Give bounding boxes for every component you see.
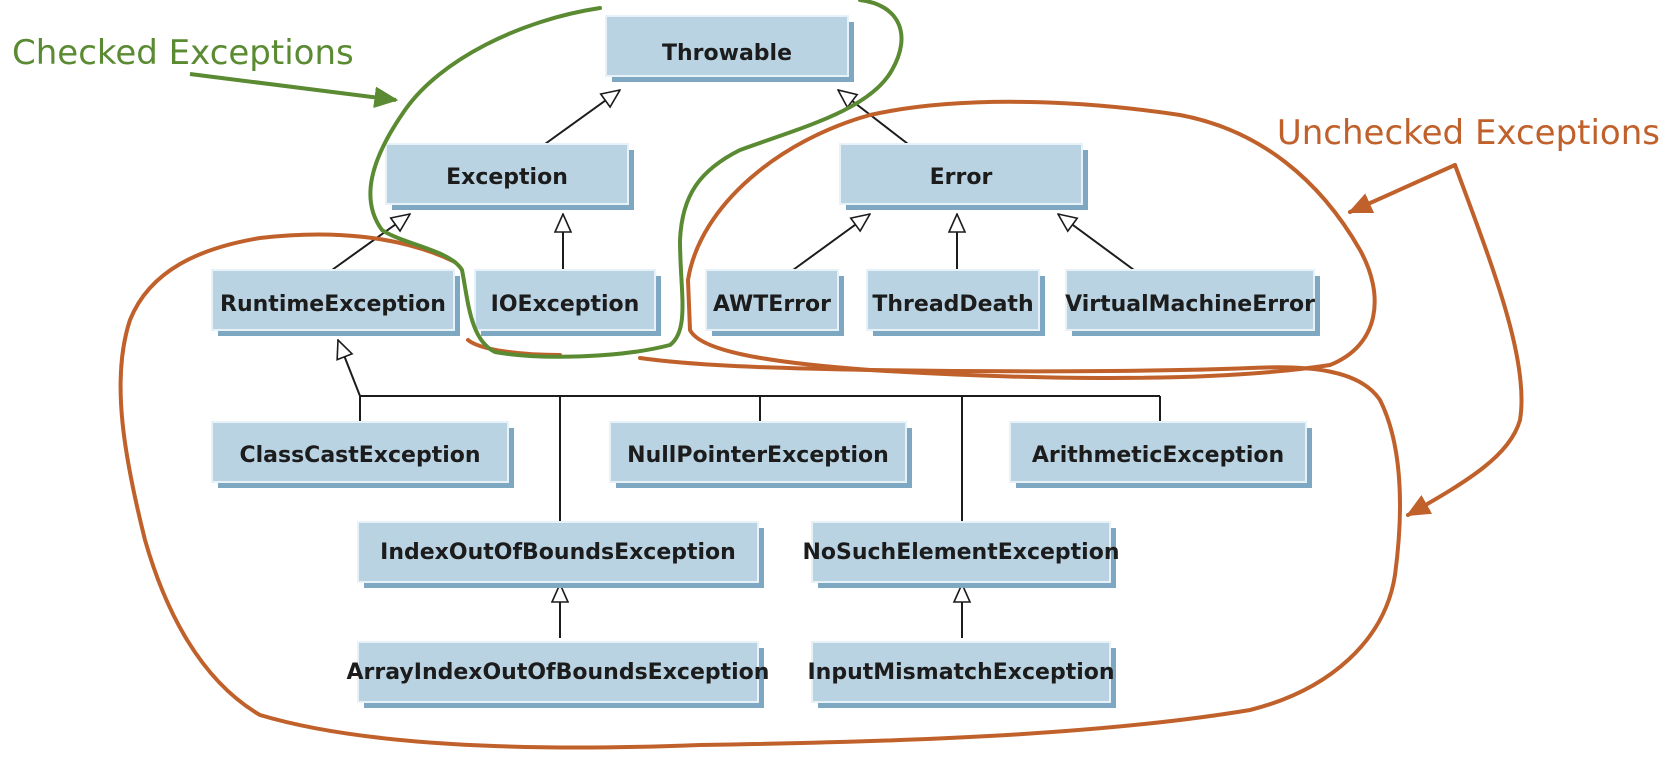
unchecked-exceptions-label: Unchecked Exceptions (1277, 113, 1660, 153)
node-exception: Exception (385, 143, 634, 210)
checked-exceptions-outline (368, 0, 904, 359)
connector-exception-throwable (544, 90, 620, 145)
node-runtime-exception: RuntimeException (211, 269, 460, 336)
node-label-throwable: Throwable (662, 41, 792, 66)
connector-awt-error (792, 214, 870, 271)
checked-annotation: Checked Exceptions (12, 33, 399, 109)
node-arithmetic-exception: ArithmeticException (1009, 421, 1312, 488)
node-io-exception: IOException (474, 269, 661, 336)
runtime-subclass-bus (359, 395, 1161, 522)
node-label-thread-death: ThreadDeath (872, 292, 1033, 317)
node-label-virtual-machine-error: VirtualMachineError (1065, 292, 1315, 317)
node-class-cast-exception: ClassCastException (211, 421, 514, 488)
node-label-error: Error (930, 165, 993, 190)
node-label-no-such-element-exception: NoSuchElementException (802, 540, 1119, 565)
inheritance-connectors (331, 90, 1161, 638)
node-label-arithmetic-exception: ArithmeticException (1032, 443, 1284, 468)
checked-exceptions-label: Checked Exceptions (12, 33, 354, 73)
node-error: Error (839, 143, 1088, 210)
node-array-index-out-of-bounds-exception: ArrayIndexOutOfBoundsException (347, 641, 770, 708)
checked-outline (368, 0, 904, 359)
node-label-class-cast-exception: ClassCastException (239, 443, 480, 468)
node-label-null-pointer-exception: NullPointerException (627, 443, 889, 468)
node-no-such-element-exception: NoSuchElementException (802, 521, 1120, 588)
node-label-awt-error: AWTError (713, 292, 831, 317)
node-label-runtime-exception: RuntimeException (220, 292, 446, 317)
unchecked-annotation: Unchecked Exceptions (1277, 113, 1660, 517)
node-throwable: Throwable (605, 15, 854, 82)
node-input-mismatch-exception: InputMismatchException (807, 641, 1116, 708)
node-virtual-machine-error: VirtualMachineError (1065, 269, 1320, 336)
unchecked-runtime-outline (118, 232, 1402, 750)
connector-runtime-exception (331, 214, 410, 271)
node-label-input-mismatch-exception: InputMismatchException (807, 660, 1114, 685)
node-index-out-of-bounds-exception: IndexOutOfBoundsException (357, 521, 764, 588)
node-null-pointer-exception: NullPointerException (609, 421, 912, 488)
node-label-index-out-of-bounds-exception: IndexOutOfBoundsException (380, 540, 736, 565)
class-boxes: Throwable Exception Error RuntimeExcepti… (211, 15, 1320, 708)
connector-error-throwable (838, 90, 909, 145)
node-label-array-index-out-of-bounds-exception: ArrayIndexOutOfBoundsException (347, 660, 770, 685)
node-label-io-exception: IOException (491, 292, 640, 317)
connector-virtual-machine-error (1058, 214, 1135, 271)
unchecked-annotation-arrow-down (1405, 163, 1524, 517)
node-thread-death: ThreadDeath (866, 269, 1045, 336)
node-label-exception: Exception (446, 165, 568, 190)
checked-annotation-arrow (189, 72, 399, 109)
unchecked-annotation-arrow-left (1347, 163, 1457, 214)
connector-runtime-subclasses (338, 340, 361, 397)
node-awt-error: AWTError (705, 269, 844, 336)
